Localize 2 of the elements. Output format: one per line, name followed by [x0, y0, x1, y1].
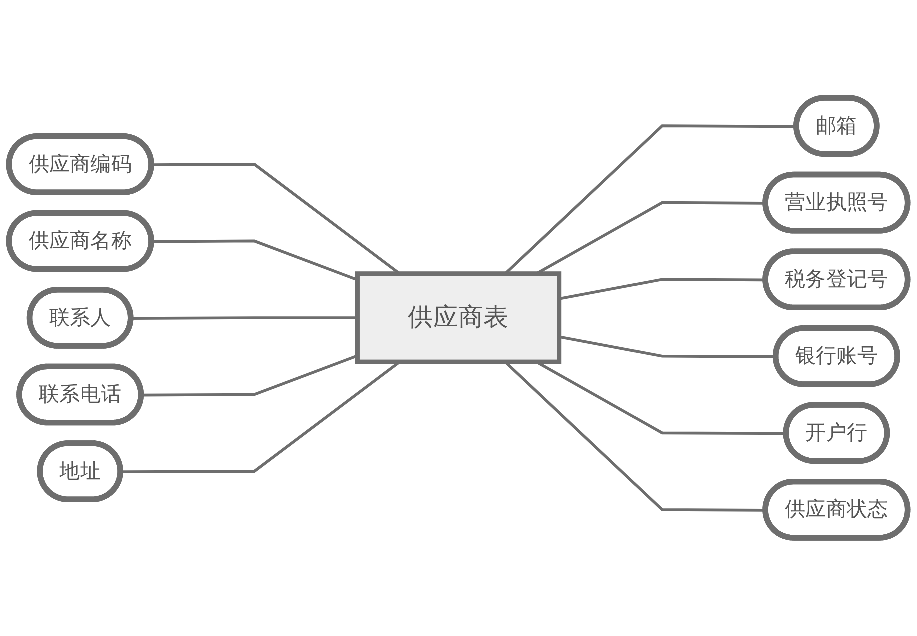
connector — [131, 316, 358, 320]
node-box: 供应商表 — [355, 272, 562, 364]
